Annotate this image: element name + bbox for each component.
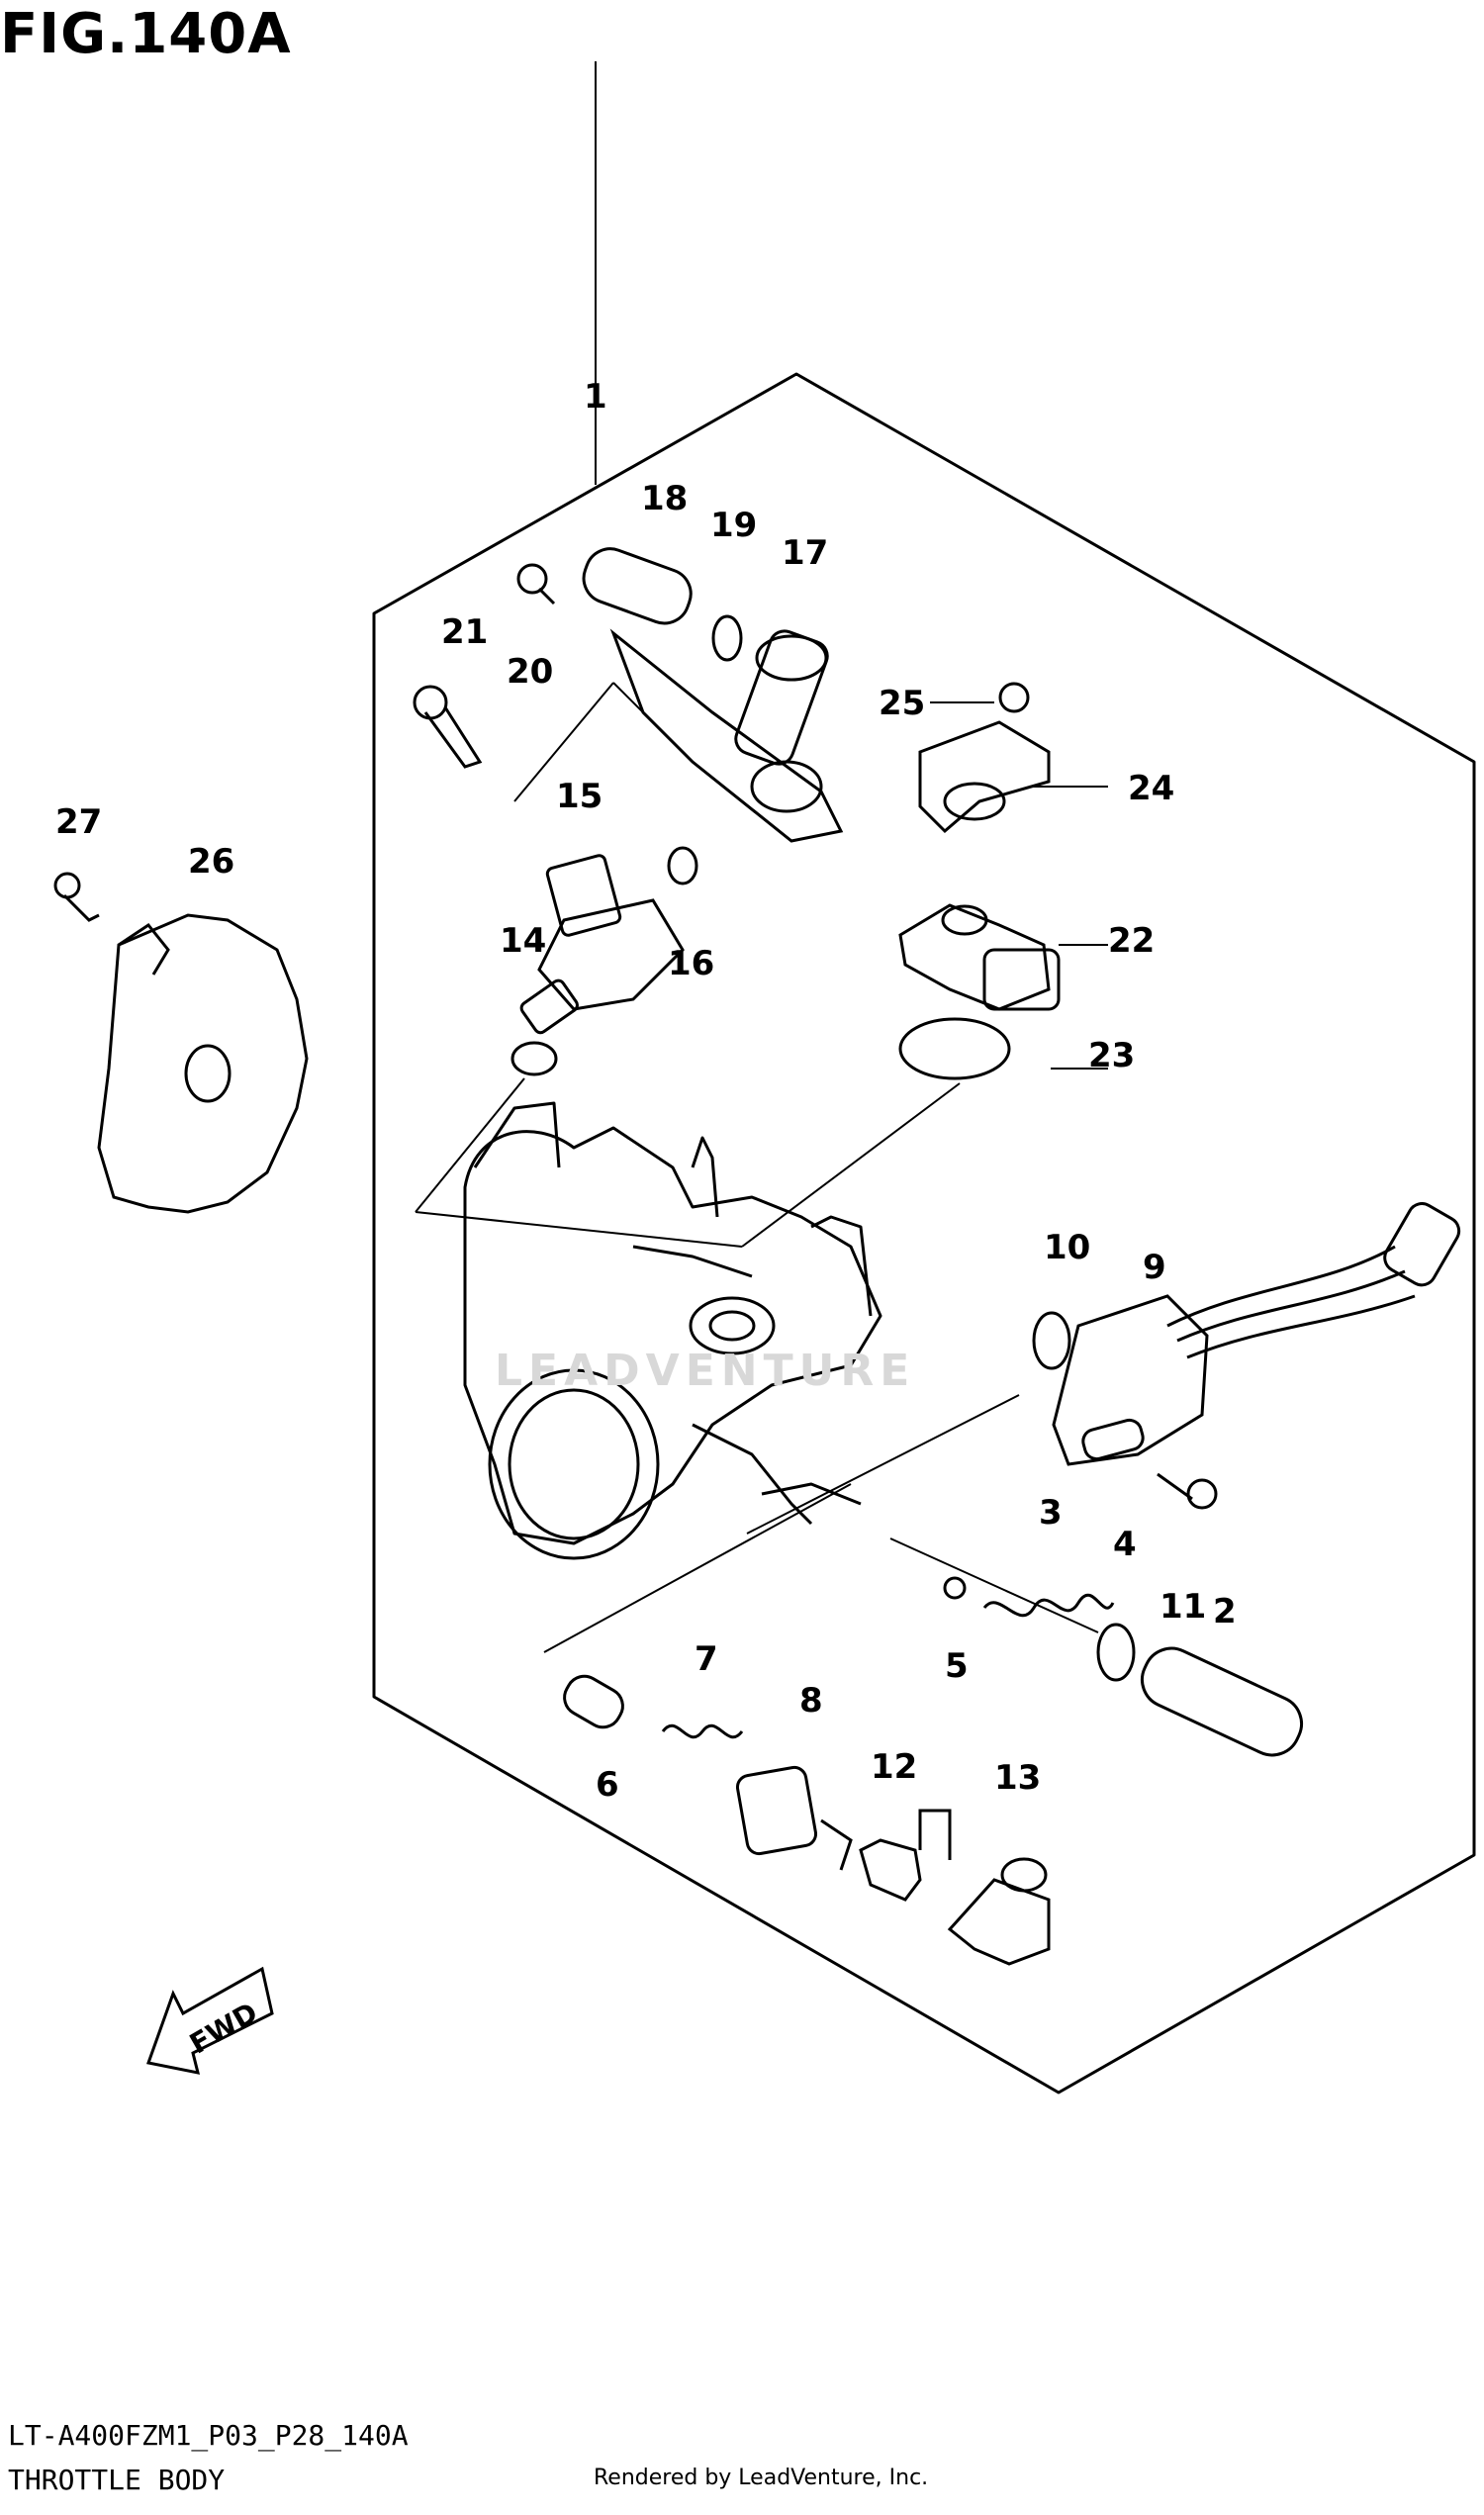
figure-title: FIG.140A (0, 2, 292, 66)
callout-8: 8 (799, 1681, 823, 1721)
callout-9: 9 (1143, 1248, 1166, 1287)
callout-6: 6 (596, 1765, 619, 1805)
rendered-by-credit: Rendered by LeadVenture, Inc. (594, 2466, 929, 2490)
callout-21: 21 (441, 612, 488, 652)
watermark: LEADVENTURE (495, 1346, 915, 1396)
callout-5: 5 (945, 1646, 969, 1686)
model-code: LT-A400FZM1_P03_P28_140A (8, 2419, 409, 2452)
callout-12: 12 (871, 1747, 917, 1787)
fwd-arrow (146, 1966, 274, 2075)
fuel-delivery-pipe (582, 547, 844, 843)
callout-25: 25 (879, 684, 925, 723)
fasteners (53, 563, 1218, 1600)
fuel-injector (510, 854, 685, 1076)
callout-16: 16 (668, 944, 714, 983)
callout-7: 7 (695, 1639, 718, 1679)
section-name: THROTTLE BODY (8, 2464, 226, 2496)
leader-lines (415, 61, 1108, 1653)
callout-26: 26 (188, 842, 234, 882)
o-rings (667, 614, 1136, 1682)
callout-2: 2 (1213, 1592, 1237, 1631)
callout-15: 15 (556, 777, 603, 816)
callout-22: 22 (1108, 921, 1155, 961)
sensor-bracket (898, 720, 1061, 1011)
callout-3: 3 (1039, 1493, 1063, 1533)
throttle-position-sensor (1052, 1202, 1461, 1466)
callout-10: 10 (1044, 1228, 1090, 1267)
throttle-cover (97, 913, 309, 1214)
callout-14: 14 (500, 921, 546, 961)
callout-19: 19 (710, 506, 757, 545)
callout-1: 1 (584, 377, 607, 417)
callout-4: 4 (1113, 1525, 1137, 1564)
callout-23: 23 (1088, 1036, 1135, 1075)
callout-20: 20 (507, 652, 553, 692)
assembly-outline (372, 372, 1476, 2095)
callout-24: 24 (1128, 769, 1174, 808)
callout-27: 27 (55, 802, 102, 842)
throttle-body-housing (463, 1101, 882, 1560)
lower-components (563, 1593, 1304, 1966)
callout-18: 18 (641, 479, 688, 518)
callout-13: 13 (994, 1758, 1041, 1798)
callout-11: 11 (1159, 1587, 1206, 1627)
callout-17: 17 (782, 533, 828, 573)
